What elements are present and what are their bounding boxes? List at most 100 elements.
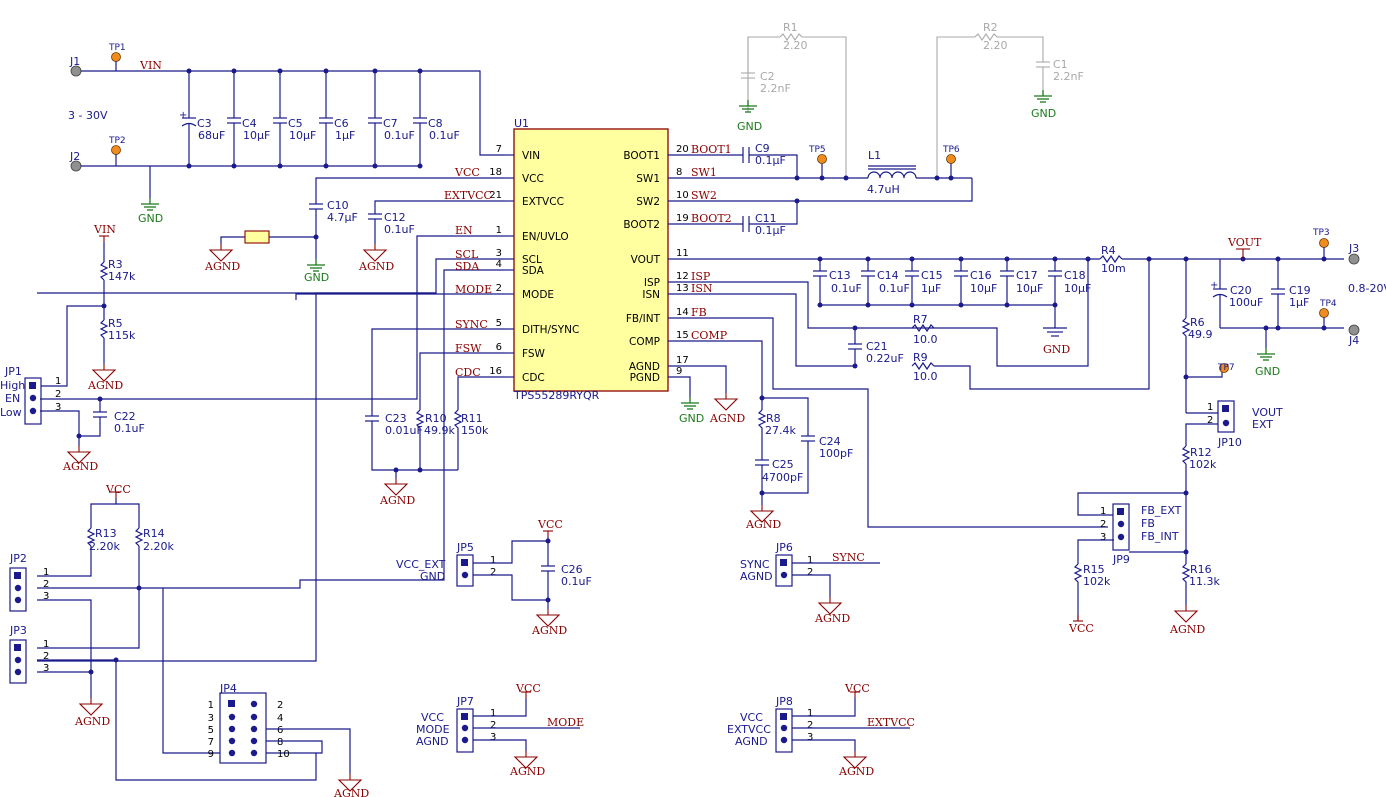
c25-ref: C25 (772, 458, 794, 471)
jp3-pin1: 1 (43, 639, 49, 650)
jp9-label-fb-int: FB_INT (1141, 530, 1179, 543)
c8-value: 0.1uF (429, 129, 460, 142)
jp5-pin1: 1 (490, 555, 496, 566)
r1-value: 2.20 (783, 39, 808, 52)
jp4-pin6: 6 (277, 725, 283, 736)
jp4-pin8: 8 (277, 737, 283, 748)
svg-text:+: + (179, 110, 187, 121)
jp8-label-extvcc: EXTVCC (727, 723, 771, 736)
u1-pin-num-20: 20 (676, 144, 689, 155)
c20-value: 100uF (1229, 296, 1263, 309)
jp5-label-vcc-ext: VCC_EXT (396, 558, 446, 571)
jp1-label-low: Low (0, 406, 22, 419)
c26-value: 0.1uF (561, 575, 592, 588)
r2-ref: R2 (983, 21, 998, 34)
tp4-label: TP4 (1319, 299, 1337, 309)
jp8-label-agnd: AGND (735, 735, 768, 748)
c2-value: 2.2nF (760, 82, 791, 95)
c14-ref: C14 (877, 269, 899, 282)
j1-label: J1 (69, 55, 80, 68)
i2c-section: VCC R13 2.20k R14 2.20k AGND JP2 1 2 3 J… (9, 483, 369, 797)
u1-pins: 7VIN18VCC21EXTVCC1EN/UVLO3SCL4SDA2MODE5D… (489, 144, 688, 384)
u1-pin-name-sda: SDA (522, 265, 545, 277)
tp1-test-point[interactable] (111, 52, 121, 62)
jp7-mode: JP7 VCC MODE AGND 1 2 3 VCC MODE AGND (416, 682, 584, 778)
jp10-ref: JP10 (1217, 436, 1242, 449)
fsw-net-label: FSW (455, 342, 482, 355)
agnd-label-r5: AGND (87, 379, 123, 392)
jp5-label-gnd: GND (420, 570, 445, 583)
c23-ref: C23 (385, 412, 407, 425)
c12-value: 0.1uF (384, 223, 415, 236)
jp2-pin3: 3 (43, 591, 49, 602)
power-stage: C9 0.1µF BOOT1 SW1 L1 4.7uH SW2 C11 0.1µ… (668, 142, 973, 237)
agnd-label-r0: AGND (204, 260, 240, 273)
sync-net-label: SYNC (455, 318, 488, 331)
jp3-pin3: 3 (43, 663, 49, 674)
u1-pin-num-2: 2 (496, 283, 502, 294)
jp4-pin4: 4 (277, 713, 283, 724)
tp6-test-point[interactable] (946, 154, 956, 164)
r12-value: 102k (1189, 458, 1217, 471)
j3-terminal[interactable] (1348, 253, 1360, 265)
tp5-test-point[interactable] (817, 154, 827, 164)
jp1-label-en: EN (5, 392, 20, 405)
vin-net-label: VIN (139, 59, 162, 72)
jp1-label-high: High (0, 379, 25, 392)
tp4-test-point[interactable] (1319, 308, 1329, 318)
tp2-label: TP2 (108, 136, 126, 146)
tp7-test-point[interactable] (1219, 363, 1229, 373)
isn-net-label: ISN (691, 282, 713, 295)
jp4-pin10: 10 (277, 749, 290, 760)
c13-value: 0.1uF (831, 282, 862, 295)
snubber-section: R1 2.20 C2 2.2nF GND R2 2.20 C1 2.2nF GN… (737, 21, 1084, 178)
c7-value: 0.1uF (384, 129, 415, 142)
u1-pin-num-19: 19 (676, 213, 689, 224)
gnd-label-c1: GND (1031, 107, 1056, 120)
agnd-label-jp6: AGND (814, 612, 850, 625)
u1-pin-name-scl: SCL (522, 254, 542, 266)
comp-net-label: COMP (691, 329, 728, 342)
gnd-label-ic: GND (679, 412, 704, 425)
jp9-pin3: 3 (1100, 532, 1106, 543)
tp3-test-point[interactable] (1319, 238, 1329, 248)
r14-value: 2.20k (143, 540, 174, 553)
u1-ref-label: U1 (514, 117, 529, 130)
tp5-label: TP5 (808, 145, 826, 155)
c24-ref: C24 (819, 435, 841, 448)
r15-value: 102k (1083, 575, 1111, 588)
tp7-label: TP7 (1217, 363, 1235, 373)
jp4-header[interactable] (219, 692, 267, 764)
jp10-pin2: 2 (1207, 415, 1213, 426)
sda-net-label: SDA (455, 260, 480, 273)
tp2-test-point[interactable] (111, 145, 121, 155)
svg-text:+: + (1210, 280, 1218, 291)
jp4-pin3: 3 (208, 713, 214, 724)
c9-value: 0.1µF (755, 154, 786, 167)
j4-terminal[interactable] (1348, 324, 1360, 336)
u1-pin-num-5: 5 (496, 318, 502, 329)
jp9-pin2: 2 (1100, 519, 1106, 530)
c2-ref: C2 (760, 70, 775, 83)
r8-value: 27.4k (765, 424, 796, 437)
sync-label-jp6: SYNC (832, 551, 865, 564)
u1-pin-name-vcc: VCC (522, 173, 544, 185)
c11-value: 0.1µF (755, 224, 786, 237)
c15-ref: C15 (921, 269, 943, 282)
r13-ref: R13 (95, 527, 117, 540)
j3-label: J3 (1348, 242, 1359, 255)
jp3-ref: JP3 (9, 624, 27, 637)
fb-net-label: FB (691, 306, 707, 319)
c8-ref: C8 (428, 117, 443, 130)
u1-pin-num-15: 15 (676, 330, 689, 341)
en-net-label: EN (455, 224, 473, 237)
u1-pin-num-16: 16 (489, 366, 502, 377)
jp1-pin2: 2 (55, 389, 61, 400)
c10-ref: C10 (327, 199, 349, 212)
jp10-label-vout: VOUT (1252, 406, 1283, 419)
c16-ref: C16 (970, 269, 992, 282)
tp1-label: TP1 (108, 43, 126, 53)
jp6-pin1: 1 (807, 555, 813, 566)
r12-ref: R12 (1190, 446, 1212, 459)
